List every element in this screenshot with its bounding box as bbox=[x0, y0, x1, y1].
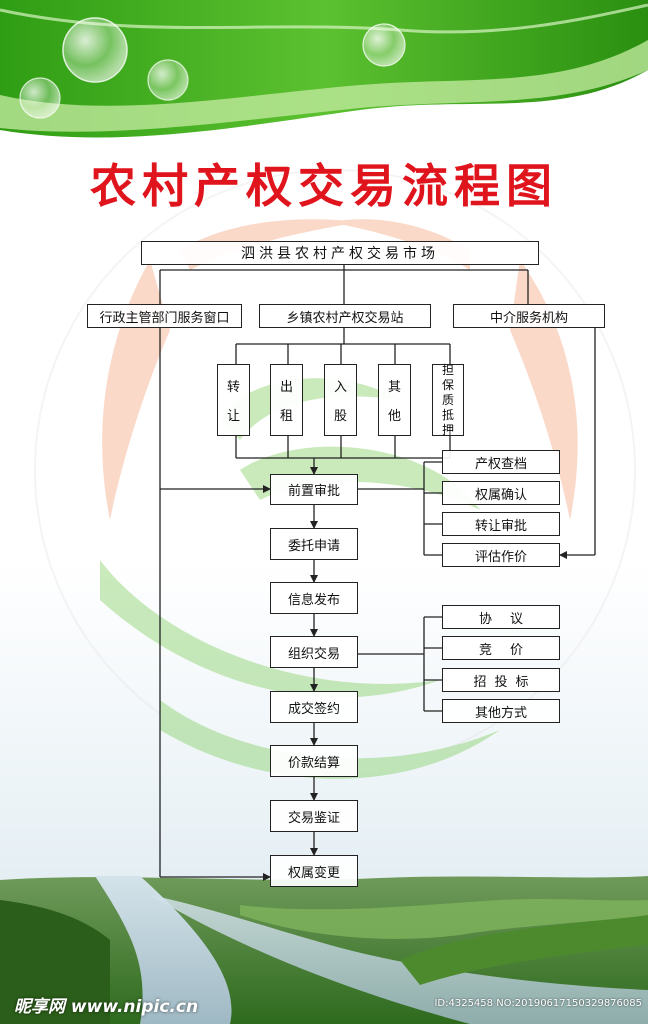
step-authentication: 交易鉴证 bbox=[270, 800, 358, 832]
step-info-release: 信息发布 bbox=[270, 582, 358, 614]
step-pre-approval: 前置审批 bbox=[270, 474, 358, 505]
node-type-mortgage: 担 保 质 抵 押 bbox=[432, 362, 464, 437]
type-char: 抵 bbox=[441, 407, 454, 422]
trade-method-item: 协议 bbox=[442, 605, 560, 629]
type-char: 保 bbox=[441, 377, 454, 392]
type-char: 押 bbox=[441, 422, 454, 437]
pre-approval-item: 转让审批 bbox=[442, 512, 560, 536]
trade-method-item: 招投标 bbox=[442, 668, 560, 692]
page-title: 农村产权交易流程图 bbox=[90, 159, 558, 213]
type-char: 转 bbox=[226, 379, 240, 395]
type-char: 他 bbox=[387, 409, 401, 425]
trade-method-item: 其他方式 bbox=[442, 699, 560, 723]
node-intermediary: 中介服务机构 bbox=[453, 304, 605, 328]
node-type-shareholding: 入 股 bbox=[324, 364, 357, 436]
type-char: 出 bbox=[279, 379, 293, 395]
pre-approval-item: 评估作价 bbox=[442, 543, 560, 567]
pre-approval-item: 权属确认 bbox=[442, 481, 560, 505]
step-settlement: 价款结算 bbox=[270, 745, 358, 777]
node-type-transfer: 转 让 bbox=[217, 364, 250, 436]
type-char: 让 bbox=[226, 409, 240, 425]
step-sign-contract: 成交签约 bbox=[270, 691, 358, 723]
step-organize-trade: 组织交易 bbox=[270, 636, 358, 668]
type-char: 租 bbox=[279, 409, 293, 425]
pre-approval-item: 产权查档 bbox=[442, 450, 560, 474]
step-entrust-application: 委托申请 bbox=[270, 528, 358, 560]
node-township-station: 乡镇农村产权交易站 bbox=[259, 304, 431, 328]
node-type-lease: 出 租 bbox=[270, 364, 303, 436]
step-ownership-change: 权属变更 bbox=[270, 855, 358, 887]
type-char: 担 bbox=[441, 362, 454, 377]
type-char: 其 bbox=[387, 379, 401, 395]
trade-method-item: 竞价 bbox=[442, 636, 560, 660]
node-type-other: 其 他 bbox=[378, 364, 411, 436]
type-char: 质 bbox=[441, 392, 454, 407]
type-char: 股 bbox=[333, 409, 347, 425]
watermark-id: ID:4325458 NO:20190617150329876085 bbox=[434, 998, 642, 1009]
watermark-site: 昵享网 www.nipic.cn bbox=[14, 997, 199, 1017]
type-char: 入 bbox=[333, 379, 347, 395]
node-admin-window: 行政主管部门服务窗口 bbox=[87, 304, 242, 328]
node-market: 泗洪县农村产权交易市场 bbox=[141, 241, 539, 265]
